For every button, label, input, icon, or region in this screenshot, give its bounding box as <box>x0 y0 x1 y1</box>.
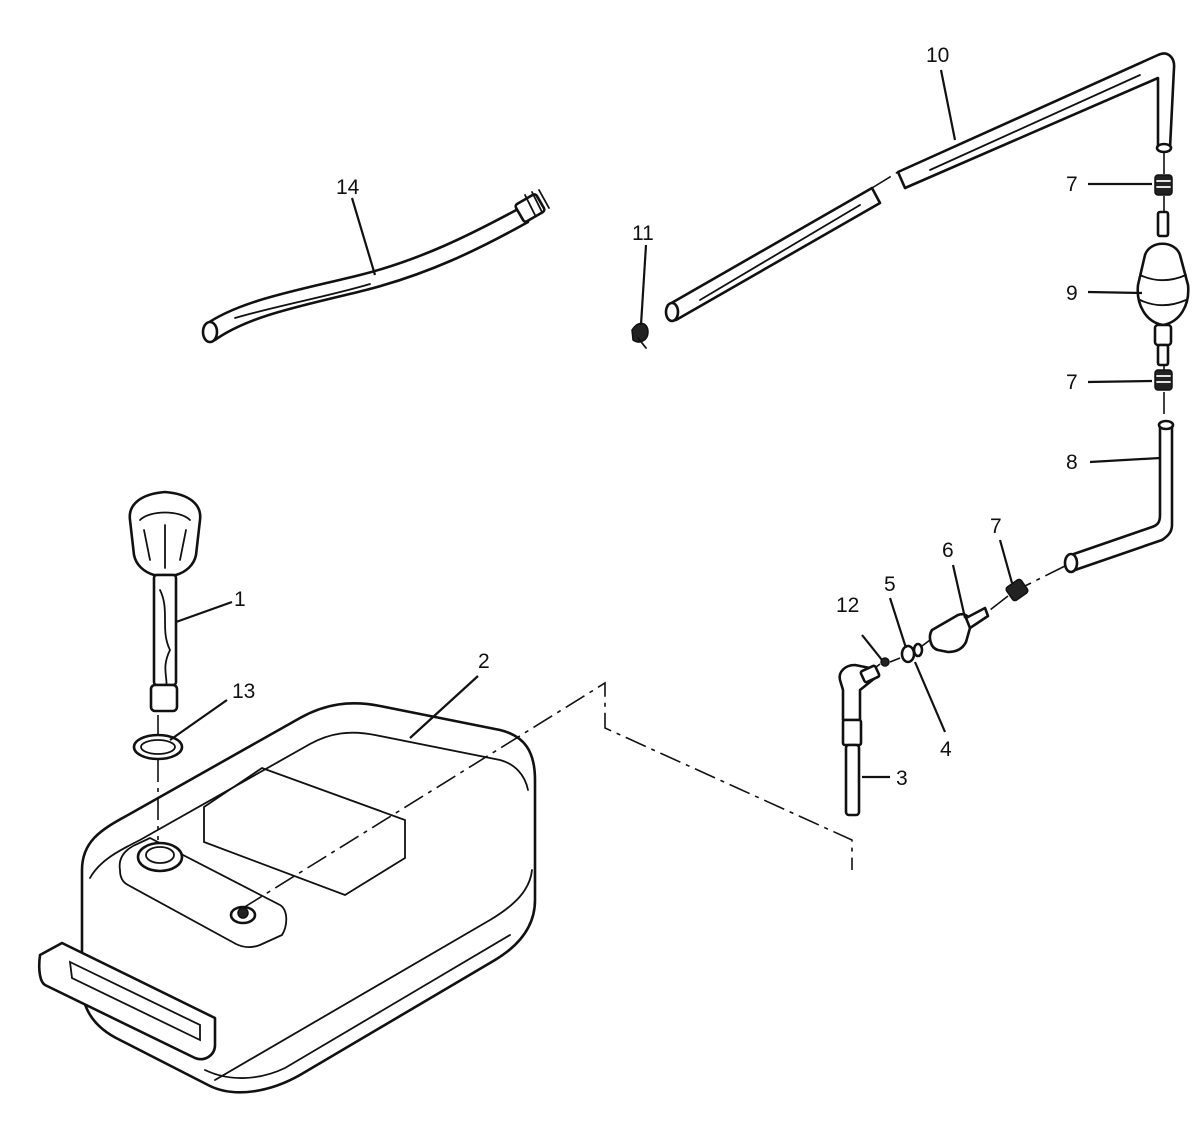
callout-7-upper: 7 <box>1066 173 1078 196</box>
fitting <box>928 606 990 654</box>
callout-9: 9 <box>1066 282 1078 305</box>
o-ring-small <box>900 644 916 664</box>
hose-long <box>664 52 1176 323</box>
callout-2: 2 <box>478 650 490 673</box>
callout-6: 6 <box>942 539 954 562</box>
hose-bent <box>1063 419 1175 574</box>
callout-10: 10 <box>926 44 949 67</box>
check-ball <box>880 657 890 667</box>
fuel-pickup-elbow <box>838 663 881 817</box>
hose-clamp-lower <box>1154 369 1173 391</box>
hose-clamp-upper <box>1154 174 1173 196</box>
callout-3: 3 <box>896 767 908 790</box>
leader-lines <box>169 69 1161 779</box>
callout-7-middle: 7 <box>990 515 1002 538</box>
assembly-centerlines <box>157 152 1165 909</box>
hose-clamp-middle <box>1005 578 1029 602</box>
callout-1: 1 <box>234 588 246 611</box>
fuel-tank <box>37 702 537 1094</box>
fuel-gauge-pickup-assembly <box>128 490 202 713</box>
tie-strap <box>631 322 649 349</box>
callout-12: 12 <box>836 594 859 617</box>
callout-4: 4 <box>940 738 952 761</box>
washer <box>912 642 924 658</box>
callout-11: 11 <box>632 222 654 245</box>
callout-13: 13 <box>232 680 255 703</box>
callout-8: 8 <box>1066 451 1078 474</box>
callout-14: 14 <box>336 176 360 199</box>
callout-5: 5 <box>884 573 896 596</box>
callout-7-lower: 7 <box>1066 371 1078 394</box>
callout-labels: 1 2 3 4 5 6 7 7 7 8 9 10 11 12 13 14 <box>232 44 1078 790</box>
primer-bulb <box>1136 210 1190 367</box>
fuel-line-hose <box>201 189 550 344</box>
